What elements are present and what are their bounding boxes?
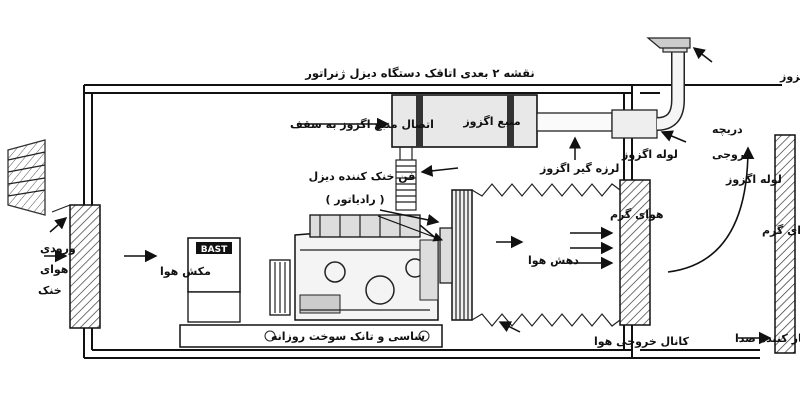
chassis: شاسی و تانک سوخت روزانه	[179, 324, 443, 348]
inlet-louvre	[51, 204, 101, 329]
muffler-label: منبع اگزوز	[462, 115, 520, 128]
label-flex-pipe: لرزه گیر اگزوز	[539, 162, 619, 175]
label-air-pull: مکش هوا	[160, 265, 211, 278]
label-cool-air-1: ورودی	[40, 242, 76, 255]
radiator	[439, 189, 473, 321]
label-outlet-door-2: خروجی	[712, 148, 753, 161]
flex-bellows	[395, 147, 417, 211]
arrow-diesel-fan-2	[377, 215, 444, 242]
outlet-louvre	[619, 179, 651, 326]
label-air-outlet-channel: کانال خروجی هوا	[594, 335, 690, 348]
arrow-flex-pipe	[420, 164, 459, 177]
muffler: منبع اگزوز	[391, 94, 538, 148]
label-diesel-fan-1: فن خنک کننده دیزل	[309, 170, 416, 183]
room-walls	[83, 84, 782, 359]
label-exhaust-cap: درپوش اگزوز	[779, 70, 800, 83]
arrow-exhaust-cap	[692, 47, 713, 63]
label-cool-air-3: خنک	[38, 284, 62, 297]
arrow-grille	[49, 217, 68, 233]
arrow-diesel-fan	[379, 209, 440, 226]
diagram-title: نقشه ۲ بعدی اتاقک دستگاه دیزل ژنراتور	[304, 66, 534, 81]
arrow-outlet-door	[660, 130, 687, 143]
label-outlet-door-1: دریچه	[712, 123, 743, 136]
external-grille	[7, 139, 46, 216]
brand-logo: BAST	[201, 245, 228, 255]
label-air-push: دهش هوا	[528, 254, 579, 267]
label-cool-air-2: هوای	[40, 263, 68, 276]
label-exhaust-pipe: لوله اگزوز	[621, 148, 678, 161]
exhaust-pipe	[536, 37, 691, 139]
label-outlet-door-3: لوله اگزوز	[725, 173, 782, 186]
arrow-air-outlet-channel	[498, 321, 521, 333]
label-diesel-fan-2: ( رادیاتور )	[325, 193, 384, 206]
air-duct	[471, 183, 621, 327]
label-hot-air-outlet: خروجی هوای گرم	[762, 224, 800, 237]
arrow-hot-air-outlet	[667, 146, 755, 273]
label-hot-air: هوای گرم	[610, 208, 664, 221]
sound-barrier-wall	[774, 134, 796, 354]
chassis-label: شاسی و تانک سوخت روزانه	[271, 330, 425, 343]
diesel-engine	[269, 214, 439, 321]
alternator: BAST	[187, 237, 241, 323]
